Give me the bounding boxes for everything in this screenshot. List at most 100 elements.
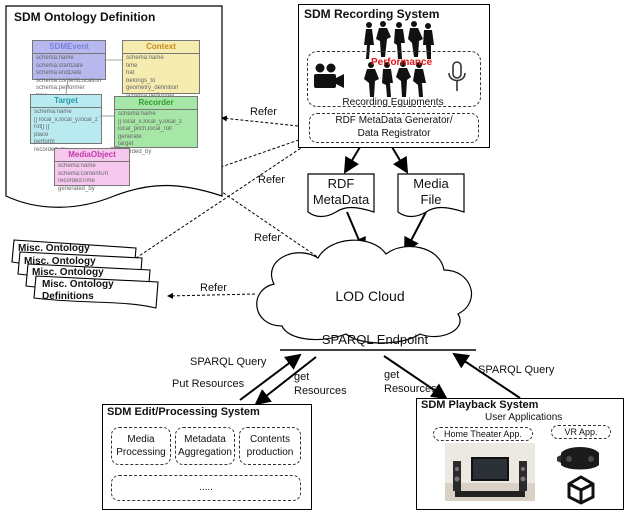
playback-system-panel: SDM Playback System User Applications Ho… [416, 398, 624, 510]
media-processing-line1: Media [127, 433, 155, 445]
get-left-line1: get [294, 371, 310, 383]
arrow-to-rdf [343, 146, 361, 174]
media-processing-line2: Processing [116, 447, 166, 458]
performance-label: Performance [371, 57, 433, 68]
recording-system-panel: SDM Recording System Performance Recordi… [298, 4, 490, 148]
uml-attribute: schema:performer [126, 93, 196, 101]
contents-production-line2: production [246, 447, 294, 458]
sparql-query-left-label: SPARQL Query [190, 356, 267, 368]
misc-ontology-label-3: Misc. Ontology [32, 267, 104, 278]
uml-attribute: local_pitch,local_roll [118, 126, 172, 132]
rdf-metadata-doc-shape [307, 173, 375, 218]
rdf-label-line2: MetaData [312, 192, 370, 207]
user-applications-label: User Applications [485, 412, 563, 423]
uml-attribute: schema:startDate [36, 62, 84, 69]
refer-label-1: Refer [250, 106, 277, 118]
rdf-generator-box[interactable]: RDF MetaData Generator/ Data Registrator [309, 113, 479, 143]
uml-attribute: schema:contentUrl [58, 170, 109, 177]
uml-attribute: target [118, 141, 134, 147]
unity-logo-icon [567, 475, 595, 505]
uml-attribute: recorded_by [118, 148, 152, 155]
playback-system-title: SDM Playback System [421, 399, 539, 411]
put-resources-label: Put Resources [172, 378, 245, 390]
get-right-line1: get [384, 369, 400, 381]
uml-attribute: schema:performer [36, 85, 85, 91]
uml-attribute: schema:contentLocation [36, 77, 102, 84]
lod-cloud-label: LOD Cloud [335, 288, 405, 304]
microphone-icon [448, 61, 466, 91]
uml-attribute: recordedTime [58, 178, 95, 184]
uml-attribute: place [34, 131, 49, 138]
refer-line-4 [117, 139, 314, 271]
get-right-line2: Resources [384, 383, 437, 395]
recording-equipments-label: Recording Equipments [342, 97, 444, 108]
misc-ontology-label-2: Misc. Ontology [24, 256, 96, 267]
refer-line-1 [221, 115, 309, 128]
uml-attribute: generated_by [58, 185, 95, 192]
uml-class-name: SDMEvent [33, 41, 105, 54]
video-camera-icon [314, 63, 344, 88]
media-label-line2: File [420, 192, 442, 207]
arrow-endpoint-to-playback [383, 355, 448, 400]
misc-front-line2: Definitions [42, 291, 94, 302]
uml-attribute: schema:name [126, 55, 164, 61]
uml-attribute: schema:endDate [36, 70, 82, 76]
sparql-query-right-label: SPARQL Query [478, 364, 555, 376]
rdf-metadata-label[interactable]: RDF MetaData [308, 176, 374, 208]
more-tools-label: ..... [199, 482, 213, 494]
uml-class-name: Context [123, 41, 199, 54]
uml-attribute: [] local_x,local_y,local_z [118, 118, 182, 125]
rdf-generator-label-1: RDF MetaData Generator/ [335, 115, 453, 126]
contents-production-box[interactable]: Contents production [239, 427, 301, 465]
uml-class-name: MediaObject [55, 149, 129, 162]
misc-ontology-label-1: Misc. Ontology [18, 243, 90, 254]
uml-attribute: schema:name [58, 163, 96, 169]
vr-app-tab[interactable]: VR App. [551, 425, 611, 439]
uml-attribute: recorded_by [34, 146, 68, 153]
refer-line-5 [167, 292, 256, 299]
uml-class-name: Recorder [115, 97, 197, 110]
metadata-aggregation-line2: Aggregation [178, 447, 232, 458]
uml-attribute: time [126, 62, 138, 69]
media-label-line1: Media [413, 176, 449, 191]
uml-class-name: Target [31, 95, 101, 108]
media-file-label[interactable]: Media File [398, 176, 464, 208]
vr-headset-icon [557, 447, 599, 470]
misc-front-line1: Misc. Ontology [42, 279, 114, 290]
home-theater-app-tab[interactable]: Home Theater App. [433, 427, 533, 441]
misc-ontology-front[interactable]: Misc. Ontology Definitions [42, 279, 114, 303]
edit-processing-title: SDM Edit/Processing System [107, 406, 260, 418]
refer-label-3: Refer [254, 232, 281, 244]
refer-label-2: Refer [258, 174, 285, 186]
ontology-panel-title: SDM Ontology Definition [14, 10, 156, 24]
arrow-media-to-cloud [404, 211, 427, 254]
get-resources-left-label: get Resources [294, 370, 347, 398]
refer-label-4: Refer [200, 282, 227, 294]
uml-attribute: belongs_to [126, 77, 156, 84]
sparql-endpoint-label[interactable]: SPARQL Endpoint [321, 332, 429, 347]
uml-attribute: hat [126, 70, 135, 76]
uml-attribute: generate [118, 133, 142, 140]
uml-attribute: schema:name [36, 55, 74, 61]
contents-production-line1: Contents [249, 433, 290, 445]
rdf-label-line1: RDF [327, 176, 355, 191]
arrow-to-media [391, 146, 409, 174]
get-left-line2: Resources [294, 385, 347, 397]
arrow-edit-query [239, 353, 302, 401]
performance-silhouettes [364, 21, 434, 97]
more-tools-box[interactable]: ..... [111, 475, 301, 501]
